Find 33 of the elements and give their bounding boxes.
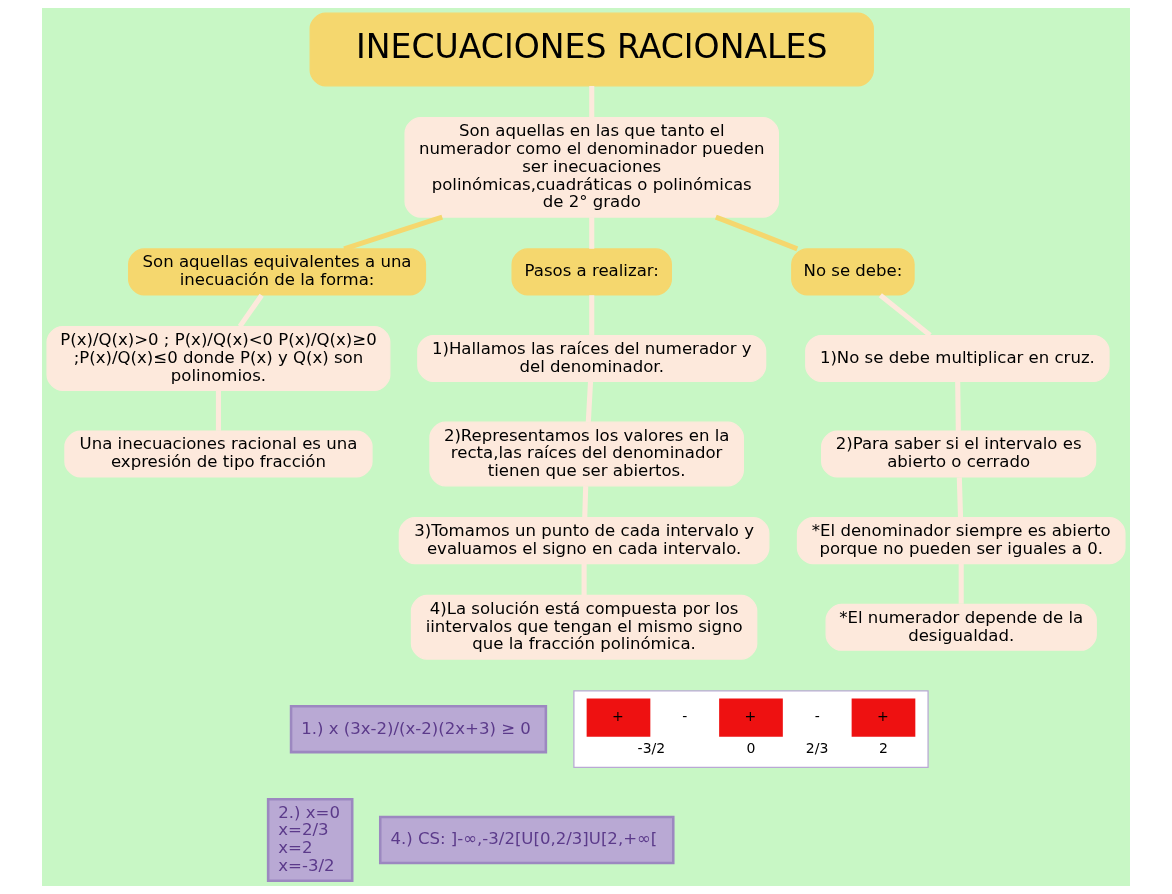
node-box: Son aquellas equivalentes a una inecuación de la forma:: [128, 248, 427, 296]
node-box: INECUACIONES RACIONALES: [309, 12, 874, 87]
connector: [589, 86, 595, 118]
connector: [958, 564, 964, 604]
connector: [589, 295, 595, 335]
node-box: 2)Representamos los valores en la recta,las raíces del denominador tienen que ser abiertos.: [429, 421, 744, 487]
node-box: 2.) x=0 x=2/3 x=2 x=-3/2: [266, 798, 354, 883]
connector: [343, 214, 443, 252]
node-box: + - + - + -3/2 0 2/3 2: [573, 690, 929, 769]
connector: [581, 564, 587, 596]
node-box: 3)Tomamos un punto de cada intervalo y evaluamos el signo en cada intervalo.: [398, 517, 770, 565]
node-box: 4)La solución está compuesta por los iintervalos que tengan el mismo signo que la fracción polinómica.: [410, 594, 758, 660]
node-box: *El denominador siempre es abierto porque no pueden ser iguales a 0.: [796, 517, 1126, 565]
node-box: Son aquellas en las que tanto el numerador como el denominador pueden ser inecuaciones polinómicas,cuadráticas o polinómicas de 2° grado: [404, 117, 779, 218]
node-box: No se debe:: [791, 248, 915, 296]
node-box: 1)No se debe multiplicar en cruz.: [805, 334, 1110, 383]
node-box: Una inecuaciones racional es una expresión de tipo fracción: [64, 430, 373, 478]
node-box: *El numerador depende de la desigualdad.: [825, 603, 1097, 651]
connector: [582, 486, 589, 518]
connector: [956, 477, 964, 518]
connector: [585, 381, 594, 423]
node-box: 4.) CS: ]-∞,-3/2[U[0,2/3]U[2,+∞[: [378, 815, 675, 865]
connector: [215, 390, 221, 431]
node-box: P(x)/Q(x)>0 ; P(x)/Q(x)<0 P(x)/Q(x)≥0 ;P(x)/Q(x)≤0 donde P(x) y Q(x) son polinomios.: [46, 325, 391, 391]
connector: [714, 214, 799, 252]
node-box: 1)Hallamos las raíces del numerador y del denominador.: [417, 334, 767, 383]
connector: [955, 381, 961, 431]
node-box: 1.) x (3x-2)/(x-2)(2x+3) ≥ 0: [289, 705, 548, 754]
node-box: 2)Para saber si el intervalo es abierto o cerrado: [821, 430, 1097, 478]
connector: [589, 217, 595, 249]
node-box: Pasos a realizar:: [511, 248, 672, 296]
connector: [878, 293, 932, 338]
connector: [237, 293, 264, 328]
